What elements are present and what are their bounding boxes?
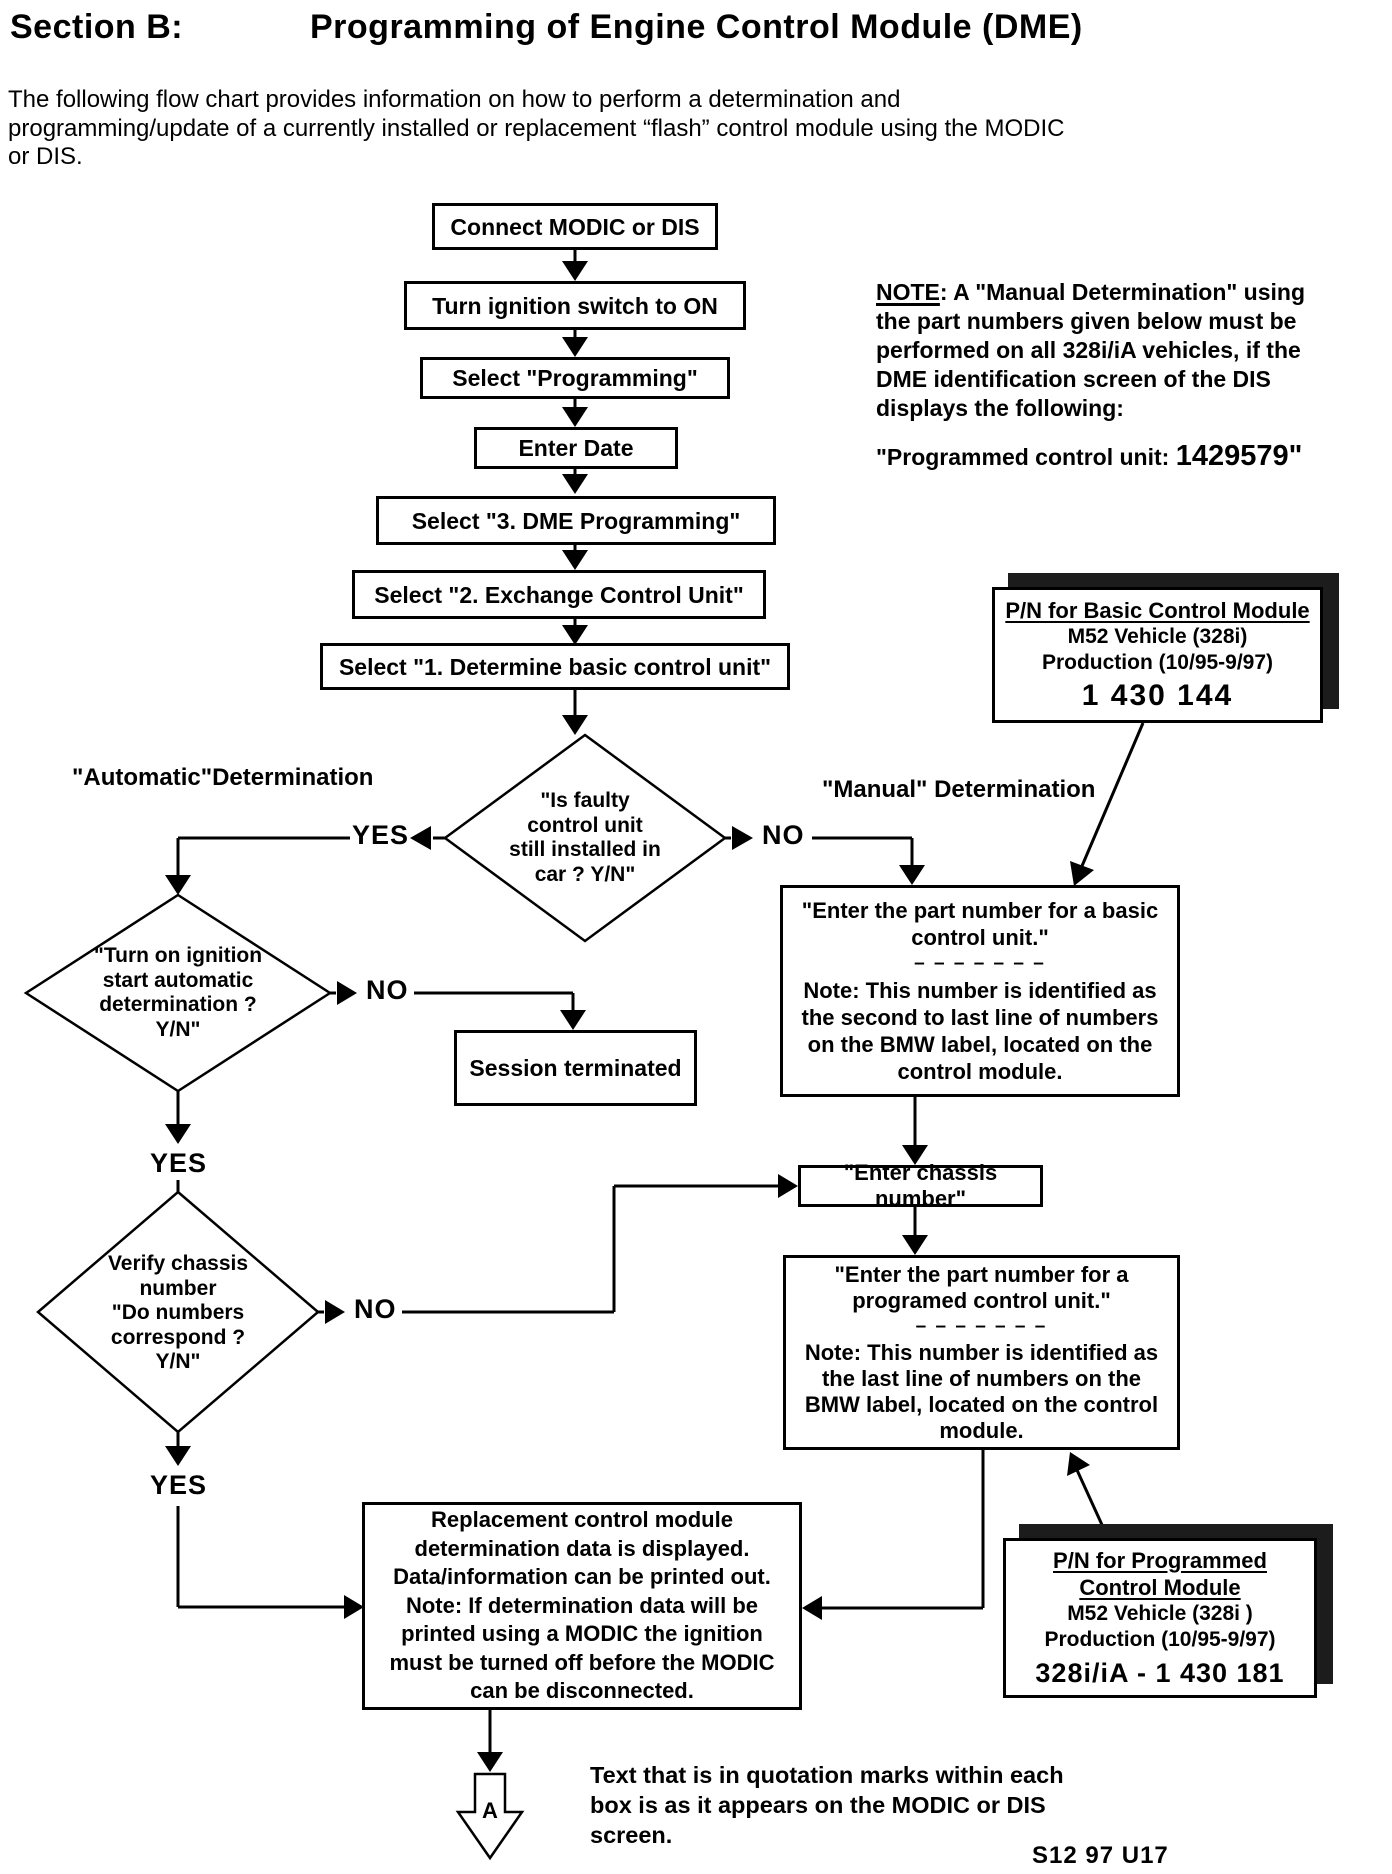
decision-auto-determination-text: "Turn on ignition start automatic determ… [93,944,263,1041]
decision-faulty-installed-text: "Is faulty control unit still installed … [509,789,661,886]
pn-basic-part-number: 1 430 144 [1081,679,1234,712]
pn-basic-vehicle: M52 Vehicle (328i) [1067,625,1248,648]
step-determine-basic-unit: Select "1. Determine basic control unit" [320,643,790,690]
label-yes-chassis: YES [150,1470,208,1500]
label-yes-auto: YES [150,1148,208,1178]
label-no-auto: NO [366,975,409,1005]
decision-verify-chassis-text: Verify chassis number "Do numbers corres… [107,1252,249,1373]
enter-basic-part-note: Note: This number is identified as the s… [801,978,1159,1084]
step-ignition-on: Turn ignition switch to ON [404,281,746,330]
pn-programmed-title-line1: P/N for Programmed [1053,1547,1267,1573]
note-label: NOTE [876,279,940,305]
note-block: NOTE: A "Manual Determination" using the… [876,278,1346,423]
step-dme-programming: Select "3. DME Programming" [376,496,776,545]
intro-text: The following flow chart provides inform… [8,86,1065,170]
pn-programmed-part-number: 328i/iA - 1 430 181 [1035,1657,1285,1688]
step-enter-date: Enter Date [474,427,678,469]
label-automatic-determination: "Automatic"Determination [72,764,374,791]
pn-basic-production: Production (10/95-9/97) [1041,651,1274,674]
step-connect-modic: Connect MODIC or DIS [432,203,718,250]
pn-programmed-title-line2: Control Module [1079,1574,1241,1600]
dashed-separator: – – – – – – – [914,953,1046,974]
programmed-unit-prefix: "Programmed control unit: [876,444,1176,470]
pn-programmed-vehicle: M52 Vehicle (328i ) [1067,1601,1253,1625]
note-body: : A "Manual Determination" using the par… [876,279,1306,421]
footer-quotation-note: Text that is in quotation marks within e… [590,1762,1064,1848]
enter-basic-part-quote: "Enter the part number for a basic contr… [801,898,1159,950]
pn-programmed-production: Production (10/95-9/97) [1044,1627,1276,1651]
offpage-connector-a-label: A [482,1798,498,1823]
decision-faulty-installed-shape [442,733,728,943]
enter-basic-part-box: "Enter the part number for a basic contr… [780,885,1180,1097]
enter-programmed-part-quote: "Enter the part number for a programed c… [834,1261,1129,1313]
enter-programmed-part-box: "Enter the part number for a programed c… [783,1255,1180,1450]
pn-basic-title: P/N for Basic Control Module [1005,598,1310,623]
offpage-connector-a-arrow [455,1772,525,1861]
programmed-unit-value: 1429579" [1175,440,1303,472]
label-no-faulty: NO [762,820,805,850]
programmed-unit-line: "Programmed control unit: 1429579" [876,440,1302,473]
label-manual-determination: "Manual" Determination [822,776,1096,803]
label-yes-faulty: YES [352,820,410,850]
label-no-chassis: NO [354,1294,397,1324]
replacement-data-box: Replacement control module determination… [362,1502,802,1710]
step-exchange-control-unit: Select "2. Exchange Control Unit" [352,570,766,619]
dashed-separator: – – – – – – – [915,1315,1048,1337]
section-label: Section B: [10,8,184,46]
decision-verify-chassis-shape [36,1190,320,1434]
session-terminated-box: Session terminated [454,1030,697,1106]
pn-basic-box: P/N for Basic Control Module M52 Vehicle… [992,587,1323,723]
enter-programmed-part-note: Note: This number is identified as the l… [804,1339,1159,1443]
page-title: Programming of Engine Control Module (DM… [310,8,1083,46]
decision-auto-determination-shape [23,893,333,1093]
pn-programmed-box: P/N for Programmed Control Module M52 Ve… [1003,1538,1317,1698]
step-select-programming: Select "Programming" [420,357,730,399]
enter-chassis-number-box: "Enter chassis number" [798,1160,1043,1211]
doc-code: S12 97 U17 [1032,1842,1169,1869]
